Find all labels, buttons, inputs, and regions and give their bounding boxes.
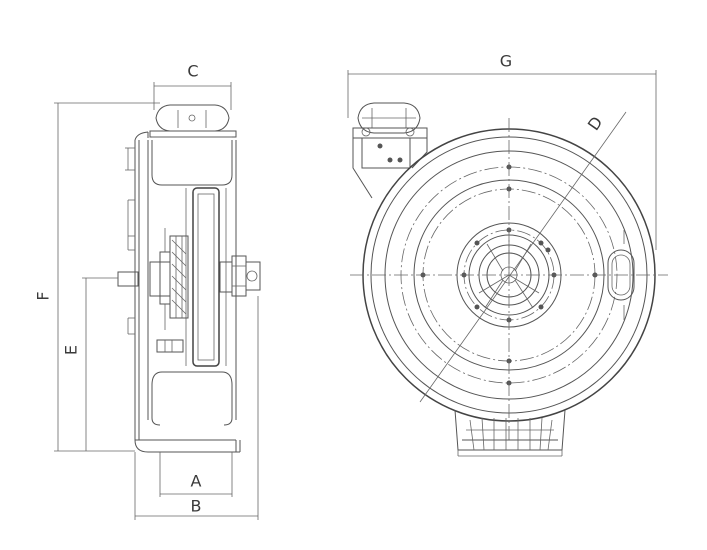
side-hub-details: [117, 228, 189, 353]
side-frame: [125, 131, 241, 453]
front-centerlines: [350, 118, 668, 440]
side-drum: [147, 140, 237, 426]
side-top-mount: [149, 104, 237, 138]
dimension-b: B: [134, 296, 259, 520]
dimension-label-g: G: [500, 52, 512, 71]
front-slot: [607, 230, 635, 320]
side-view: C F E A B: [34, 62, 261, 520]
front-base: [454, 409, 566, 457]
dimension-label-c: C: [187, 62, 198, 81]
dimension-label-b: B: [191, 497, 202, 516]
dimension-label-d: D: [584, 113, 607, 134]
dimension-a: A: [159, 452, 233, 497]
dimension-f: F: [34, 102, 160, 452]
front-top-mount: [352, 102, 428, 199]
side-swivel-fitting: [219, 255, 261, 297]
dimension-label-e: E: [62, 345, 81, 355]
dimension-label-a: A: [191, 472, 202, 491]
dimension-d: D: [419, 111, 627, 403]
dimension-g: G: [347, 52, 657, 250]
dimension-c: C: [153, 62, 232, 110]
front-view: D G: [347, 52, 668, 457]
dimension-label-f: F: [34, 291, 53, 300]
dimension-e: E: [62, 277, 118, 451]
